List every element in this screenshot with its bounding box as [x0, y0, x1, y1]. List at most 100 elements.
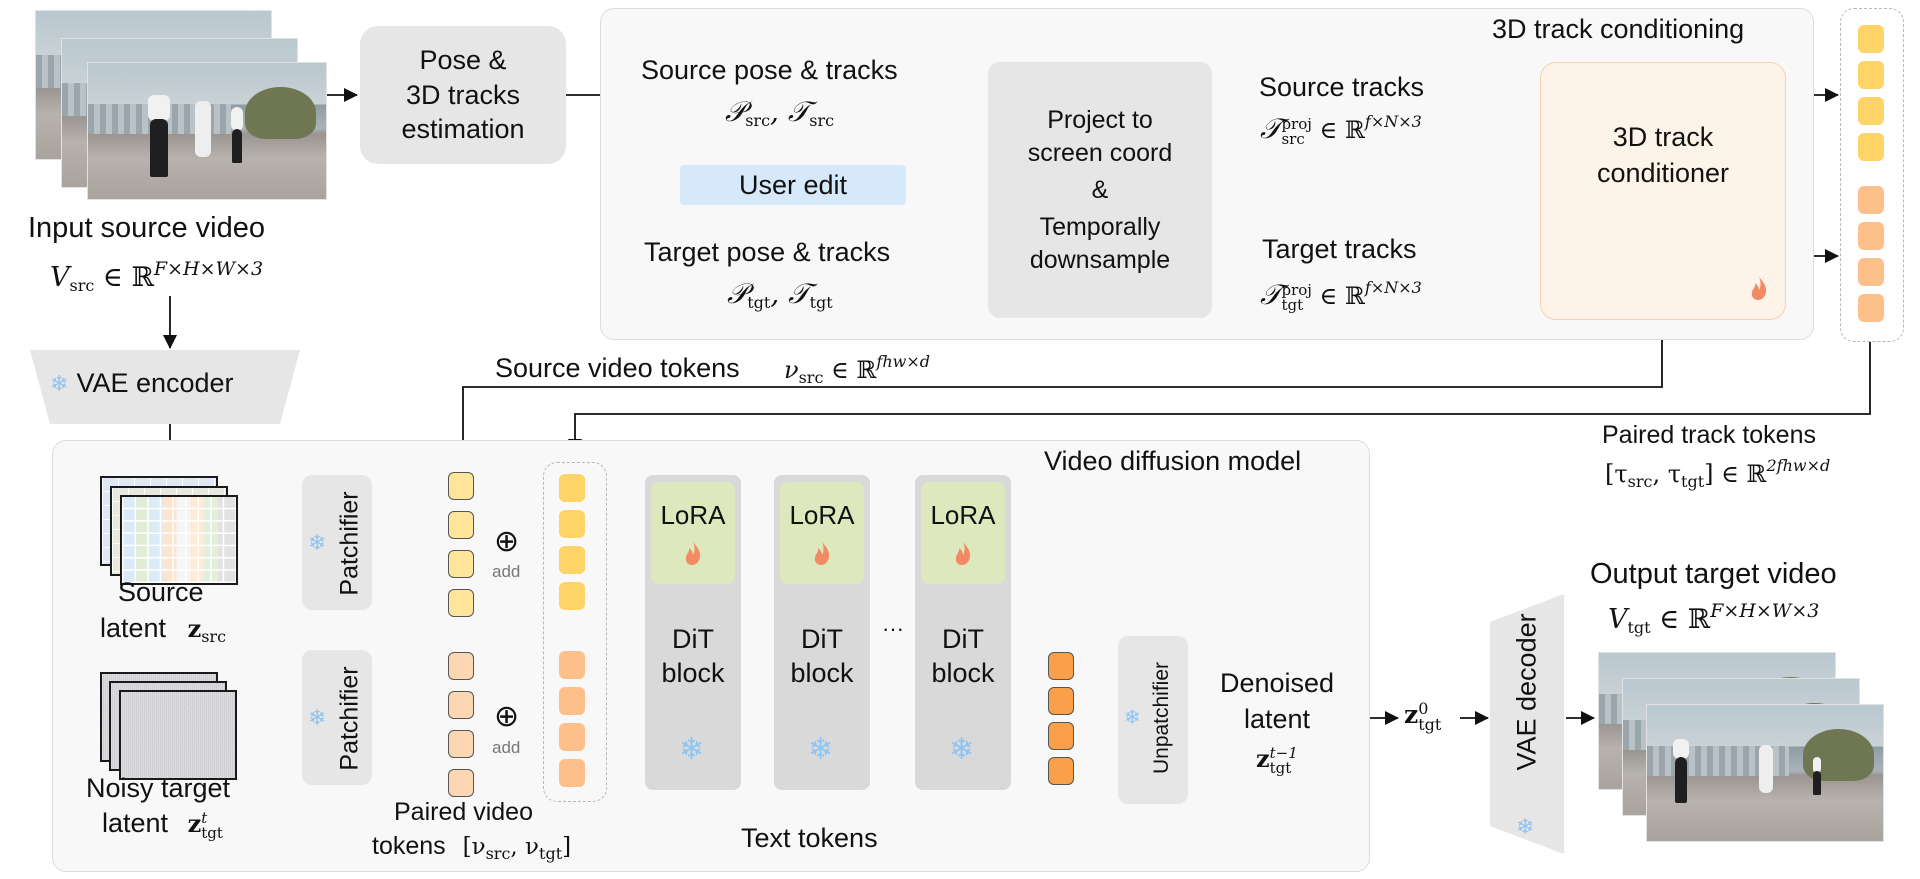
user-edit-label: User edit — [738, 169, 848, 200]
lora-label: LoRA — [660, 500, 726, 530]
lora-label: LoRA — [930, 500, 996, 530]
lora-adapter: LoRA — [780, 482, 864, 584]
add-icon: ⊕ — [494, 525, 520, 558]
input-video-formula: Vsrc ∈ ℝF×H×W×3 — [50, 258, 264, 295]
video-token-src — [448, 472, 474, 500]
denoised-label-line2: latent — [1244, 704, 1311, 734]
patchifier-label: Patchifier — [335, 666, 364, 771]
project-box-line: Temporally — [1039, 212, 1161, 241]
track-token-group — [1840, 8, 1904, 342]
noisy-latent-label-line1: Noisy target — [86, 773, 231, 803]
combined-token-tgt — [559, 759, 585, 787]
target-tracks-label: Target tracks — [1262, 234, 1417, 264]
combined-token-src — [559, 546, 585, 574]
source-pose-formula: 𝒫src, 𝒯src — [725, 95, 835, 130]
combined-token-group — [543, 462, 607, 802]
source-pose-label: Source pose & tracks — [641, 55, 898, 85]
add-icon: ⊕ — [494, 700, 520, 733]
target-pose-label: Target pose & tracks — [644, 237, 891, 267]
arrow-source-video-tokens-to-conditioner — [462, 321, 1669, 472]
patchifier-target: ❄ Patchifier — [302, 650, 372, 785]
patchifier-label: Patchifier — [335, 491, 364, 596]
vae-decoder-label: VAE decoder — [1511, 613, 1542, 771]
source-video-tokens-label: Source video tokens — [495, 353, 740, 383]
combined-token-src — [559, 582, 585, 610]
fire-icon — [685, 541, 701, 565]
combined-token-src — [559, 510, 585, 538]
fire-icon — [955, 541, 971, 565]
combined-token-tgt — [559, 687, 585, 715]
video-token-tgt — [448, 691, 474, 719]
input-frame-front — [87, 62, 327, 200]
snowflake-icon: ❄ — [679, 733, 705, 766]
pose-estimation-box: Pose & 3D tracks estimation — [360, 26, 566, 164]
lora-adapter: LoRA — [651, 482, 735, 584]
add-label: add — [492, 738, 521, 757]
input-video-title: Input source video — [28, 212, 265, 244]
output-video-title: Output target video — [1590, 558, 1837, 590]
output-frame-front — [1646, 704, 1884, 842]
conditioner-line: 3D track — [1612, 122, 1714, 153]
track-panel-title: 3D track conditioning — [1492, 14, 1745, 44]
target-pose-formula: 𝒫tgt, 𝒯tgt — [727, 277, 833, 312]
snowflake-icon: ❄ — [50, 370, 69, 396]
lora-label: LoRA — [789, 500, 855, 530]
track-token-src — [1858, 97, 1884, 125]
combined-token-src — [559, 474, 585, 502]
fire-icon — [1751, 276, 1767, 300]
pose-box-line: 3D tracks — [405, 79, 521, 110]
user-edit-box[interactable]: User edit — [680, 165, 906, 205]
output-token — [1048, 722, 1074, 750]
track-conditioner-box: 3D track conditioner — [1540, 62, 1786, 320]
add-label: add — [492, 562, 521, 581]
project-box-line: & — [1091, 175, 1109, 204]
vae-encoder-label: VAE encoder — [76, 368, 234, 398]
text-tokens-label: Text tokens — [741, 823, 878, 853]
video-token-tgt — [448, 769, 474, 797]
paired-video-tokens-line2: tokens [νsrc, νtgt] — [372, 832, 572, 863]
snowflake-icon: ❄ — [308, 530, 327, 555]
denoised-label-line1: Denoised — [1220, 668, 1335, 698]
snowflake-icon: ❄ — [308, 705, 327, 730]
track-token-tgt — [1858, 258, 1884, 286]
latent-frame-front — [120, 495, 238, 585]
project-box-line: screen coord — [1027, 138, 1173, 167]
track-token-src — [1858, 133, 1884, 161]
pose-box-line: Pose & — [419, 45, 507, 76]
track-token-tgt — [1858, 186, 1884, 214]
snowflake-icon: ❄ — [949, 733, 975, 766]
track-token-tgt — [1858, 294, 1884, 322]
source-latent-label-line2: latent zsrc — [100, 613, 227, 646]
paired-video-tokens-line1: Paired video — [394, 798, 533, 826]
video-token-tgt — [448, 652, 474, 680]
source-tracks-label: Source tracks — [1259, 72, 1425, 102]
snowflake-icon: ❄ — [1516, 814, 1535, 839]
paired-track-tokens-formula: [τsrc, τtgt] ∈ ℝ2fhw×d — [1605, 456, 1831, 491]
snowflake-icon: ❄ — [808, 733, 834, 766]
combined-token-tgt — [559, 723, 585, 751]
unpatchifier: ❄ Unpatchifier — [1118, 636, 1188, 804]
patchifier-source: ❄ Patchifier — [302, 475, 372, 610]
project-downsample-box: Project to screen coord & Temporally dow… — [988, 62, 1212, 318]
track-token-src — [1858, 25, 1884, 53]
paired-track-tokens-label: Paired track tokens — [1602, 421, 1816, 449]
combined-token-tgt — [559, 651, 585, 679]
fire-icon — [814, 541, 830, 565]
source-latent-label-line1: Source — [118, 577, 204, 607]
video-token-src — [448, 511, 474, 539]
diffusion-panel-title: Video diffusion model — [1044, 446, 1302, 476]
source-video-tokens-formula: νsrc ∈ ℝfhw×d — [784, 352, 930, 387]
video-token-src — [448, 589, 474, 617]
output-token — [1048, 687, 1074, 715]
lora-adapter: LoRA — [921, 482, 1005, 584]
